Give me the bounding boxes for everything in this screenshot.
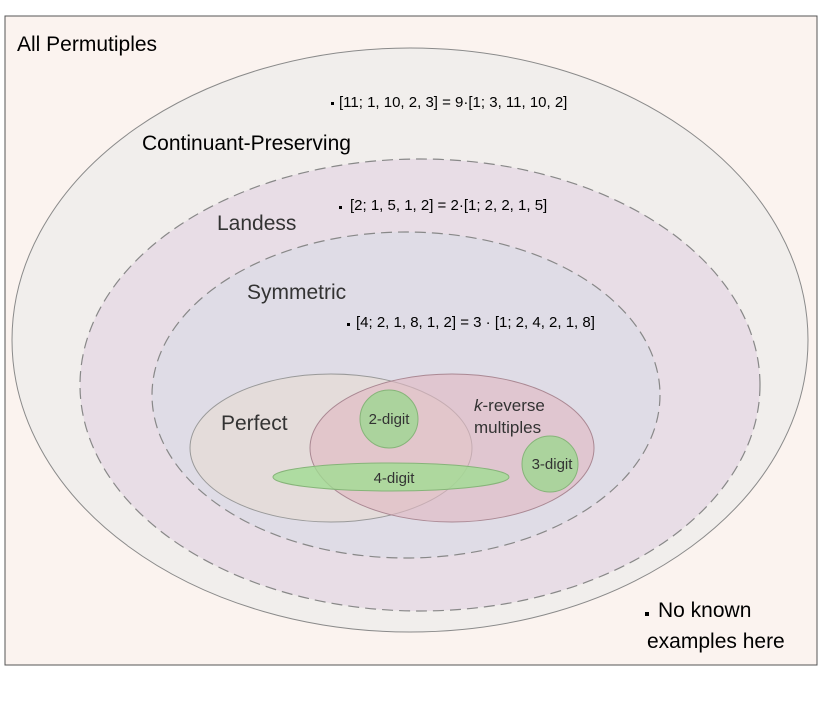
landess-example-marker bbox=[339, 206, 342, 209]
landess-label: Landess bbox=[217, 212, 296, 235]
perfect-label: Perfect bbox=[221, 412, 288, 435]
four-digit-label: 4-digit bbox=[374, 470, 416, 487]
symmetric-example: [4; 2, 1, 8, 1, 2] = 3 · [1; 2, 4, 2, 1,… bbox=[356, 314, 595, 331]
no-known-examples-marker bbox=[645, 612, 649, 616]
multiples-label: multiples bbox=[474, 418, 541, 437]
continuant-example-marker bbox=[331, 102, 334, 105]
continuant-preserving-label: Continuant-Preserving bbox=[142, 132, 351, 155]
continuant-example: [11; 1, 10, 2, 3] = 9·[1; 3, 11, 10, 2] bbox=[339, 94, 567, 111]
no-known-examples-line1: No known bbox=[658, 599, 751, 622]
symmetric-label: Symmetric bbox=[247, 281, 346, 304]
k-reverse-multiples-label: k-reverse bbox=[474, 396, 545, 415]
symmetric-example-marker bbox=[347, 323, 350, 326]
reverse-label: -reverse bbox=[483, 396, 545, 415]
two-digit-region bbox=[359, 389, 419, 449]
three-digit-region bbox=[521, 435, 579, 493]
four-digit-region bbox=[272, 462, 510, 492]
landess-example: [2; 1, 5, 1, 2] = 2·[1; 2, 2, 1, 5] bbox=[350, 197, 547, 214]
no-known-examples-line2: examples here bbox=[647, 630, 785, 653]
three-digit-label: 3-digit bbox=[532, 456, 574, 473]
k-variable-label: k bbox=[474, 396, 484, 415]
all-permutiples-label: All Permutiples bbox=[17, 33, 157, 56]
two-digit-label: 2-digit bbox=[369, 411, 411, 428]
